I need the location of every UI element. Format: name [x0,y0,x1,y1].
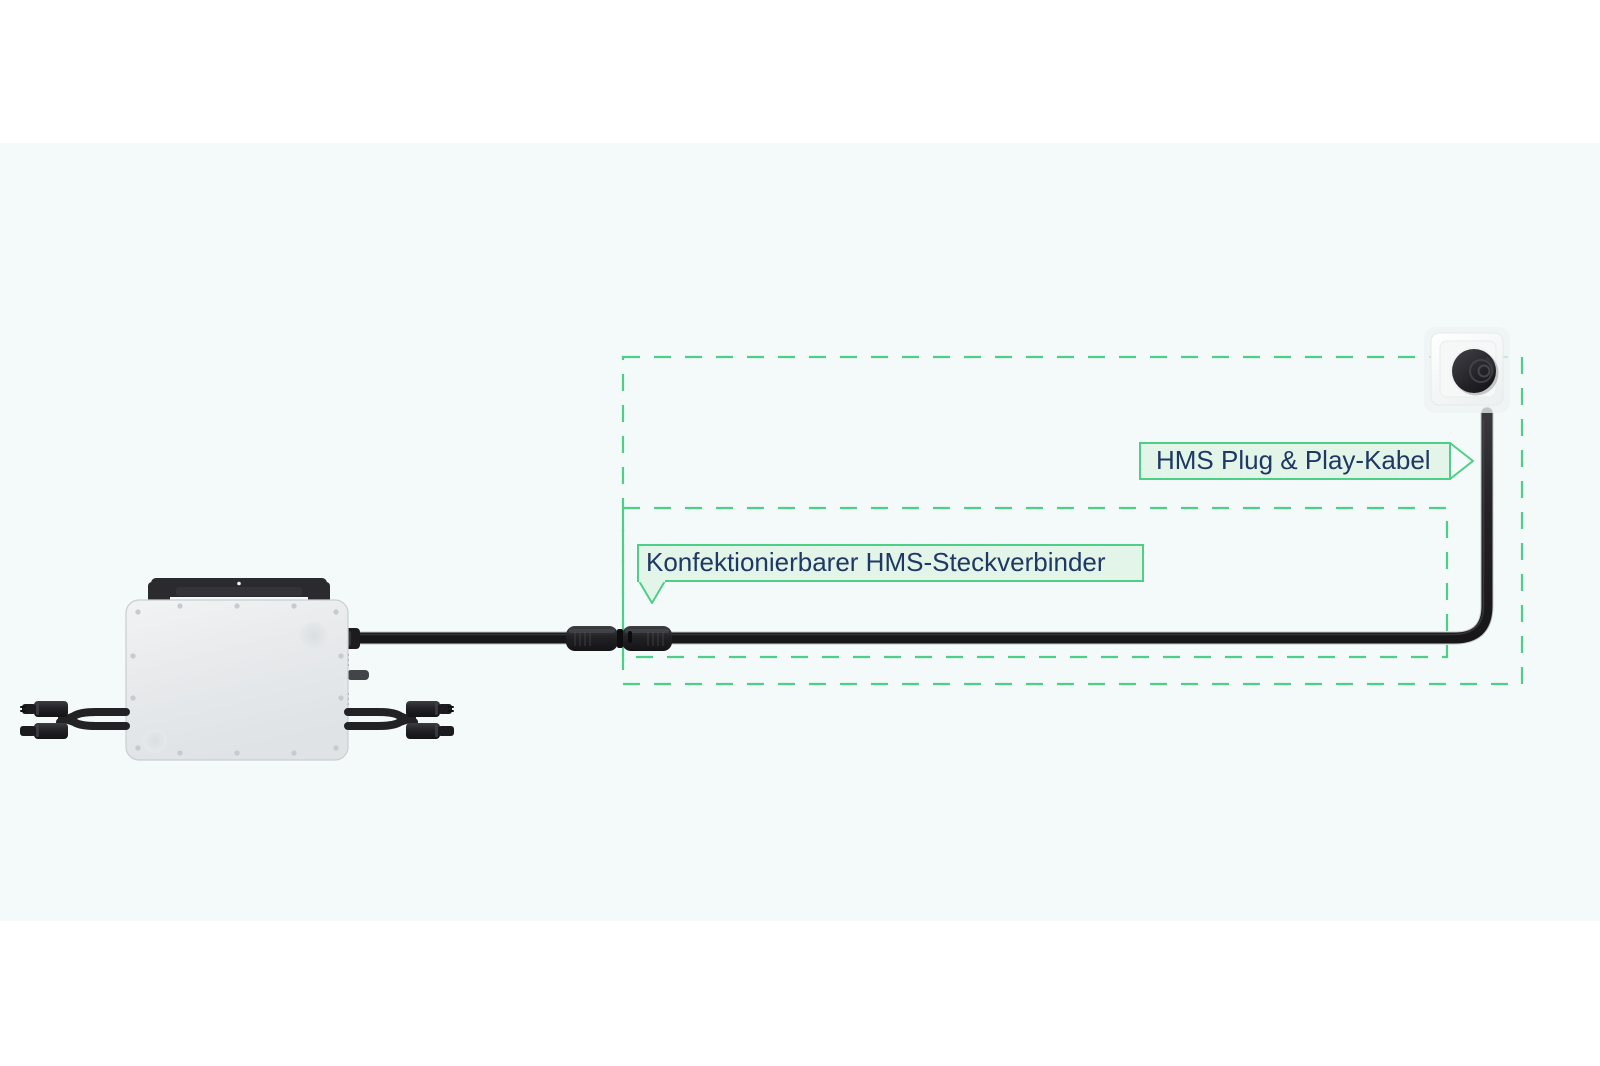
callout-region-outer [621,355,1524,686]
screws [130,603,344,756]
mains-plug [1452,349,1499,396]
label-text: Konfektionierbarer HMS-Steckverbinder [646,547,1106,577]
label-hms-plug-play-kabel[interactable]: HMS Plug & Play-Kabel [1139,442,1474,480]
callout-region-inner [621,506,1449,659]
mc4-connector [20,723,68,739]
mc4-connector [20,701,68,717]
label-text: HMS Plug & Play-Kabel [1156,445,1431,475]
dc-connectors-right [344,701,454,739]
mc4-connector [406,723,454,739]
background-panel [0,143,1600,921]
label-konfektionierbarer-hms-steckverbinder[interactable]: Konfektionierbarer HMS-Steckverbinder [637,544,1144,604]
mc4-connector [406,701,454,717]
hms-inline-connector [566,626,672,651]
ac-cable [341,406,1494,645]
dc-connectors-left [20,701,130,739]
microinverter [125,578,369,761]
